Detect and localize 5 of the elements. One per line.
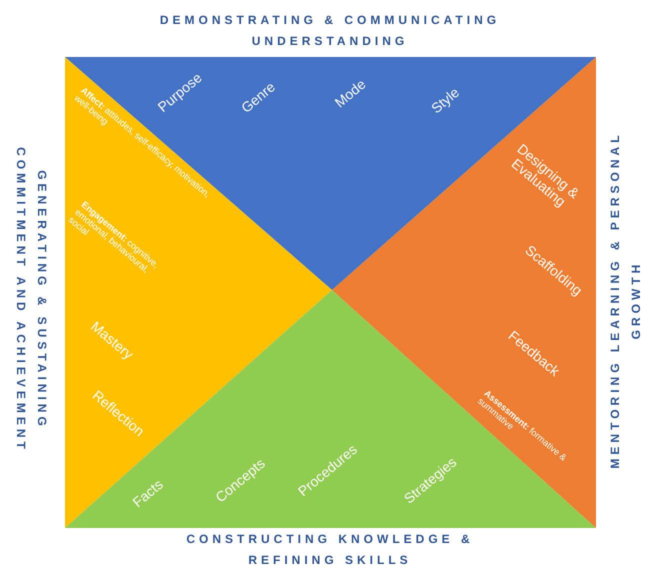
side-heading: GENERATING & SUSTAINING COMMITMENT AND ACHIEVEMENT (13, 146, 50, 455)
side-heading: DEMONSTRATING & COMMUNICATING UNDERSTANDING (158, 12, 502, 50)
topic-text: Style (428, 84, 462, 116)
side-heading: CONSTRUCTING KNOWLEDGE & REFINING SKILLS (185, 531, 475, 569)
side-heading: MENTORING LEARNING & PERSONAL GROWTH (607, 130, 644, 471)
